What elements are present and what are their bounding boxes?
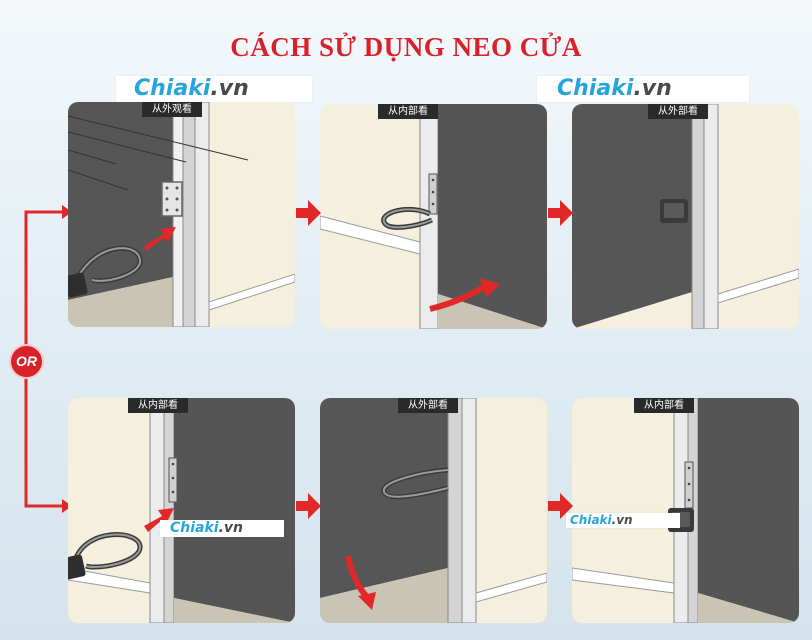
page-title: CÁCH SỬ DỤNG NEO CỬA — [230, 32, 582, 62]
view-caption: 从外部看 — [398, 398, 458, 413]
watermark-logo-4: Chiaki.vn — [566, 513, 680, 528]
or-badge: OR — [11, 346, 42, 377]
step-arrow — [548, 200, 573, 226]
watermark-tld: .vn — [611, 513, 633, 527]
door-illustration — [68, 102, 295, 327]
step-panel-top-1: 从外观看 — [68, 102, 295, 327]
step-panel-top-2: 从内部看 — [320, 104, 547, 329]
step-arrow — [296, 200, 321, 226]
watermark-brand: Chiaki — [557, 76, 634, 101]
watermark-brand: Chiaki — [134, 76, 211, 101]
step-arrow — [548, 493, 573, 519]
watermark-brand: Chiaki — [170, 520, 219, 536]
door-illustration — [320, 104, 547, 329]
step-panel-top-3: 从外部看 — [572, 104, 799, 329]
watermark-logo-2: Chiaki.vn — [537, 76, 749, 102]
watermark-logo-1: Chiaki.vn — [116, 76, 312, 102]
door-illustration — [572, 398, 799, 623]
watermark-tld: .vn — [633, 76, 672, 101]
view-caption: 从内部看 — [128, 398, 188, 413]
door-illustration — [320, 398, 547, 623]
door-illustration — [572, 104, 799, 329]
step-panel-bottom-3: 从内部看 — [572, 398, 799, 623]
step-arrow — [296, 493, 321, 519]
view-caption: 从外观看 — [142, 102, 202, 117]
step-panel-bottom-1: 从内部看 — [68, 398, 295, 623]
watermark-logo-3: Chiaki.vn — [160, 520, 284, 537]
view-caption: 从内部看 — [378, 104, 438, 119]
view-caption: 从外部看 — [648, 104, 708, 119]
view-caption: 从内部看 — [634, 398, 694, 413]
watermark-tld: .vn — [218, 520, 244, 536]
door-illustration — [68, 398, 295, 623]
watermark-brand: Chiaki — [570, 513, 612, 527]
step-panel-bottom-2: 从外部看 — [320, 398, 547, 623]
watermark-tld: .vn — [210, 76, 249, 101]
